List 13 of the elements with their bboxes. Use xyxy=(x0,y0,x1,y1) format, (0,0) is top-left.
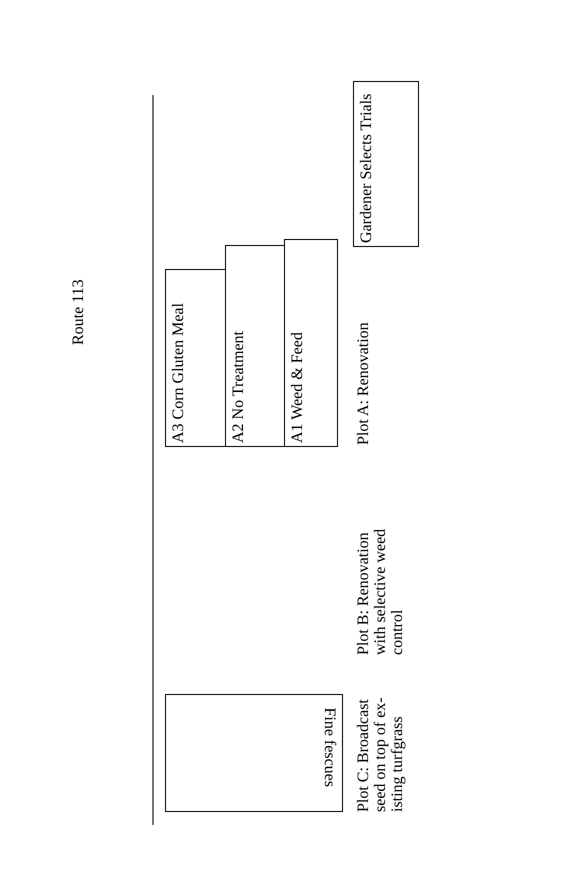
box-label: A2 No Treatment xyxy=(230,330,247,443)
plot-label: Plot A: Renovation xyxy=(355,321,372,445)
treatment-strip xyxy=(225,245,285,447)
road-name: Route 113 xyxy=(70,278,87,345)
plot-label: Plot C: Broadcast seed on top of ex- isting turfgrass xyxy=(355,696,406,812)
trial-selection-box xyxy=(353,81,419,247)
box-label: Gardener Selects Trials xyxy=(358,92,375,243)
treatment-strip xyxy=(165,269,226,447)
treatment-strip xyxy=(284,239,338,447)
box-label: Fine fescues xyxy=(320,707,338,787)
box-label: A1 Weed & Feed xyxy=(289,331,306,443)
plot-area xyxy=(165,694,343,812)
box-label: A3 Corn Gluten Meal xyxy=(170,302,187,443)
